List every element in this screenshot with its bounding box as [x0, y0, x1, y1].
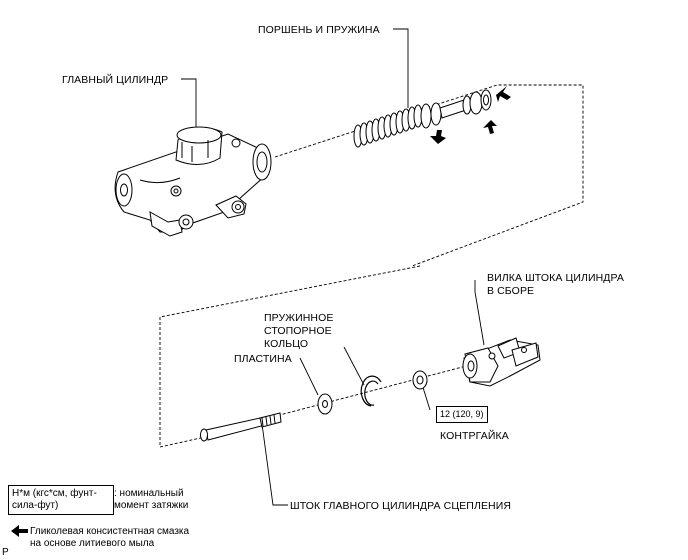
- label-clevis-line1: ВИЛКА ШТОКА ЦИЛИНДРА: [487, 272, 624, 284]
- legend-unit-desc-line2: момент затяжки: [114, 500, 189, 511]
- lower-axis-line: [214, 364, 471, 433]
- lower-dashed-guide: [159, 265, 421, 448]
- label-clevis-line2: В СБОРЕ: [487, 285, 535, 297]
- clevis-assembly: [462, 337, 541, 387]
- leader-piston: [393, 28, 409, 108]
- label-snapring-line3: КОЛЬЦО: [264, 338, 309, 350]
- torque-box-locknut: 12 (120, 9): [436, 406, 488, 423]
- leader-pushrod: [261, 423, 288, 506]
- legend-unit-box: Н*м (кгс*см, фунт- сила-фут): [8, 485, 114, 515]
- label-plate: ПЛАСТИНА: [234, 353, 292, 365]
- leader-plate: [299, 357, 319, 396]
- legend-grease-line1: Гликолевая консистентная смазка: [30, 526, 190, 537]
- legend-unit-line2: сила-фут): [12, 500, 59, 511]
- legend-grease: Гликолевая консистентная смазка на основ…: [30, 526, 189, 550]
- leader-snapring: [343, 346, 365, 386]
- legend-grease-line2: на основе литиевого мыла: [30, 538, 155, 549]
- label-push-rod: ШТОК ГЛАВНОГО ЦИЛИНДРА СЦЕПЛЕНИЯ: [290, 500, 512, 512]
- label-piston-spring: ПОРШЕНЬ И ПРУЖИНА: [258, 24, 380, 36]
- label-snapring-line1: ПРУЖИННОЕ: [264, 312, 334, 324]
- push-rod: [200, 412, 282, 442]
- label-locknut: КОНТРГАЙКА: [440, 430, 509, 442]
- label-snapring-line2: СТОПОРНОЕ: [264, 325, 332, 337]
- legend-unit-desc-line1: : номинальный: [114, 488, 184, 499]
- piston-and-spring: [353, 89, 492, 148]
- master-cylinder: [114, 126, 272, 237]
- leader-master: [181, 78, 197, 128]
- label-master-cylinder: ГЛАВНЫЙ ЦИЛИНДР: [62, 74, 169, 86]
- legend-unit-desc: : номинальный момент затяжки: [114, 488, 188, 512]
- plate-washer: [317, 393, 333, 415]
- figure-code: P: [2, 547, 9, 558]
- black-arrow-icon: [11, 86, 511, 537]
- leader-clevis: [474, 280, 485, 346]
- legend-unit-line1: Н*м (кгс*см, фунт-: [12, 488, 97, 499]
- locknut: [412, 370, 428, 390]
- snap-ring: [360, 375, 382, 407]
